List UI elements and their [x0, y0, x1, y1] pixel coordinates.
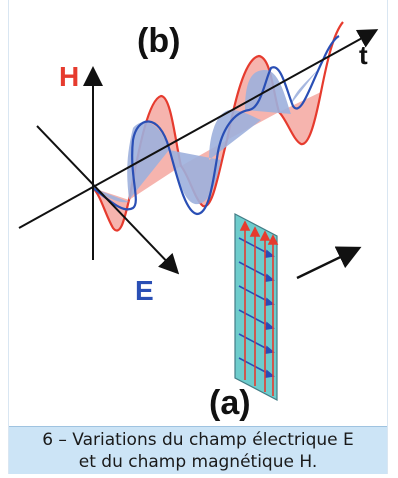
axis-h-label: H	[59, 61, 79, 92]
magnetic-field-lines	[239, 220, 279, 396]
electric-wave	[92, 35, 340, 216]
label-b: (b)	[137, 22, 180, 60]
t-axis	[18, 29, 379, 229]
wave-diagram: (b) t H E (a)	[18, 21, 379, 422]
caption-line-2: et du champ magnétique H.	[78, 452, 318, 472]
propagation-arrow	[296, 246, 362, 280]
e-axis	[36, 125, 180, 275]
axes	[18, 29, 379, 275]
axis-e-label: E	[135, 275, 154, 306]
wave-figure: (b) t H E (a)	[9, 0, 387, 426]
axis-t-label: t	[359, 40, 368, 70]
field-plate	[234, 213, 362, 401]
label-a: (a)	[209, 384, 251, 422]
caption-line-1: 6 – Variations du champ électrique E	[42, 430, 354, 450]
figure-caption: 6 – Variations du champ électrique E et …	[9, 426, 387, 474]
